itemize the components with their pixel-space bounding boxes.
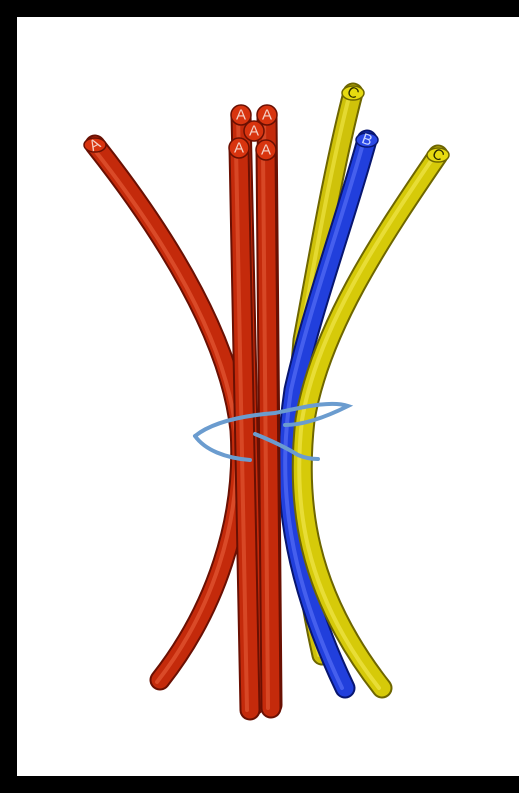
helix-a-bottom-left	[236, 148, 250, 710]
helix-a-left	[84, 138, 241, 682]
label-a-middle: A	[249, 123, 259, 140]
label-a-bottom-left: A	[234, 140, 244, 157]
label-a-top-right: A	[262, 107, 272, 124]
label-a-top-left: A	[236, 107, 246, 124]
helix-a-bottom-right	[263, 150, 271, 708]
label-a-bottom-right: A	[261, 142, 271, 159]
